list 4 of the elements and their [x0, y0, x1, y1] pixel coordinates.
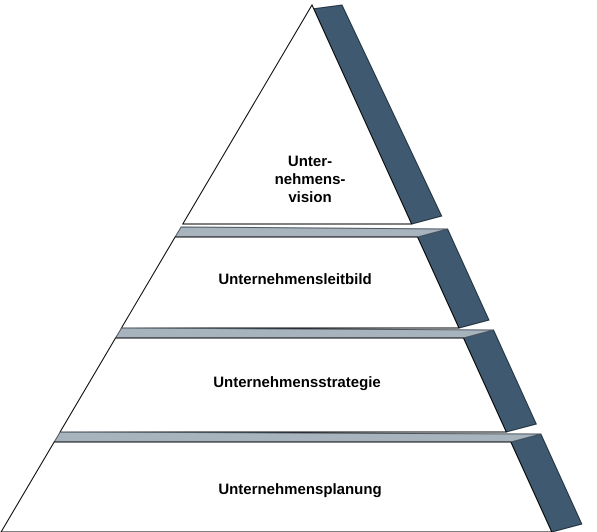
layer-label: Unternehmensleitbild — [217, 271, 373, 289]
layer-label: Unternehmensplanung — [217, 481, 383, 499]
layer-label: Unter- nehmens- vision — [274, 153, 346, 207]
layer-label: Unternehmensstrategie — [212, 374, 382, 392]
